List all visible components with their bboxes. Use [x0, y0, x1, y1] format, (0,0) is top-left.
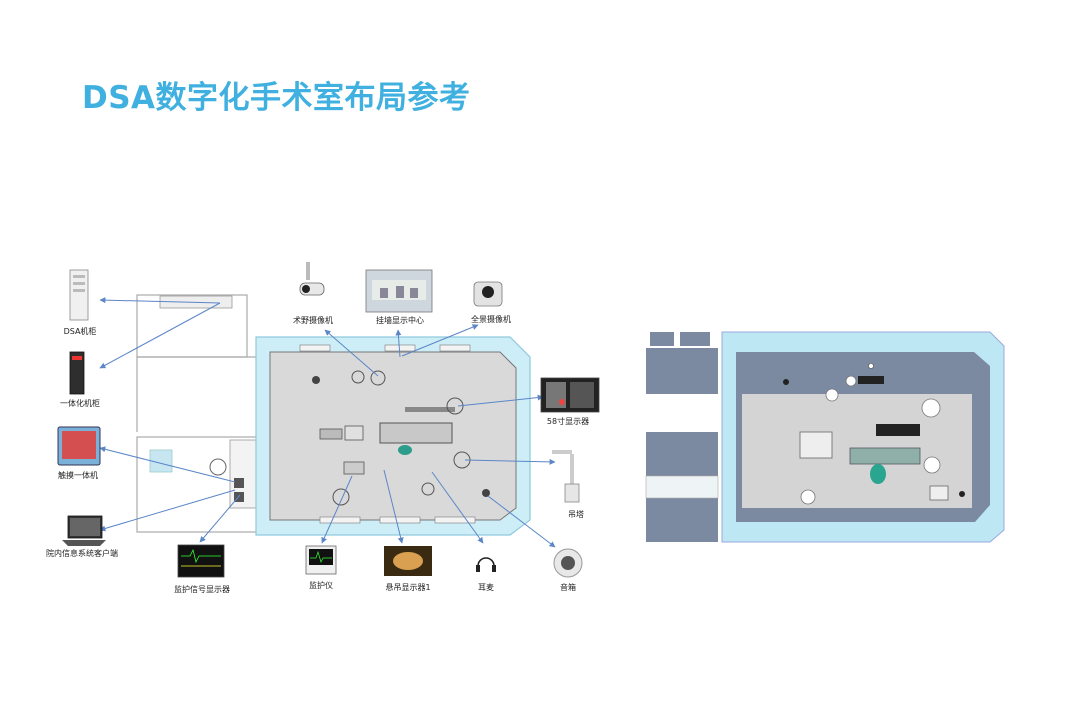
label-panorama-camera: 全景摄像机 — [471, 315, 511, 324]
3d-light-2 — [845, 375, 857, 387]
page-title: DSA数字化手术室布局参考 — [82, 80, 471, 116]
label-patient-monitor: 监护仪 — [309, 581, 333, 590]
3d-top-display — [858, 376, 884, 384]
patient-monitor-icon — [305, 545, 337, 575]
3d-side-room-1 — [646, 348, 718, 394]
surgical-light-1 — [370, 370, 386, 386]
c-arm-unit — [319, 428, 343, 440]
label-ceiling-pendant: 吊塔 — [568, 510, 584, 519]
connector-arrows — [99, 297, 556, 548]
label-headset: 耳麦 — [478, 583, 494, 592]
touch-panel-icon — [57, 426, 101, 466]
patient-position — [398, 445, 412, 455]
dsa-cabinet-icon — [69, 269, 89, 321]
or-3d-view — [645, 330, 1006, 543]
label-display-58: 58寸显示器 — [546, 417, 590, 426]
3d-cart — [929, 485, 949, 501]
label-field-camera: 术野摄像机 — [293, 316, 333, 325]
boom-display-arm — [446, 397, 464, 415]
3d-camera-dot-1 — [783, 379, 789, 385]
3d-side-room-3 — [646, 498, 718, 542]
c-arm-base — [344, 425, 364, 441]
light-arm-3 — [421, 482, 435, 496]
label-his-client: 院内信息系统客户端 — [46, 549, 118, 558]
label-monitor-signal-display: 监护信号显示器 — [174, 585, 230, 594]
3d-boom-light — [921, 398, 941, 418]
ceiling-rail — [405, 407, 455, 412]
3d-monitor-arm — [800, 489, 816, 505]
headset-icon — [476, 557, 496, 572]
monitor-signal-display-icon — [177, 544, 225, 578]
his-client-icon — [62, 515, 106, 546]
monitor-arm — [332, 488, 350, 506]
ceiling-pendant-icon — [552, 450, 580, 503]
desk-monitor-1 — [234, 478, 244, 488]
floor-marker-1 — [312, 376, 320, 384]
floor-marker-2 — [482, 489, 490, 497]
wall-display-center-icon — [365, 269, 433, 313]
surgical-light-2 — [351, 370, 365, 384]
display-58-icon — [540, 377, 600, 413]
operator-chair — [209, 458, 227, 476]
label-speaker: 音箱 — [560, 583, 576, 592]
3d-camera-dot-2 — [959, 491, 965, 497]
3d-patient — [870, 464, 886, 484]
3d-light-1 — [825, 388, 839, 402]
integrated-cabinet-icon — [69, 351, 85, 395]
desk-monitor-2 — [234, 492, 244, 502]
label-wall-display-center: 挂墙显示中心 — [376, 316, 424, 325]
boom-display-icon — [384, 546, 432, 576]
label-touch-panel: 触摸一体机 — [58, 471, 98, 480]
3d-pendant-light — [923, 456, 941, 474]
anesthesia-unit — [343, 461, 365, 475]
3d-c-arm — [799, 431, 833, 459]
dsa-table — [379, 422, 453, 444]
field-camera-icon — [299, 262, 325, 296]
3d-wall-monitor — [876, 424, 920, 436]
label-boom-display: 悬吊显示器1 — [385, 583, 431, 592]
floor-plan-2d — [136, 294, 531, 536]
3d-ceiling-camera — [868, 363, 874, 369]
3d-side-room-2 — [646, 432, 718, 476]
label-dsa-cabinet: DSA机柜 — [63, 327, 97, 336]
speaker-icon — [553, 548, 583, 578]
panorama-camera-icon — [473, 281, 503, 307]
label-integrated-cabinet: 一体化机柜 — [60, 399, 100, 408]
3d-dsa-table — [849, 447, 921, 465]
